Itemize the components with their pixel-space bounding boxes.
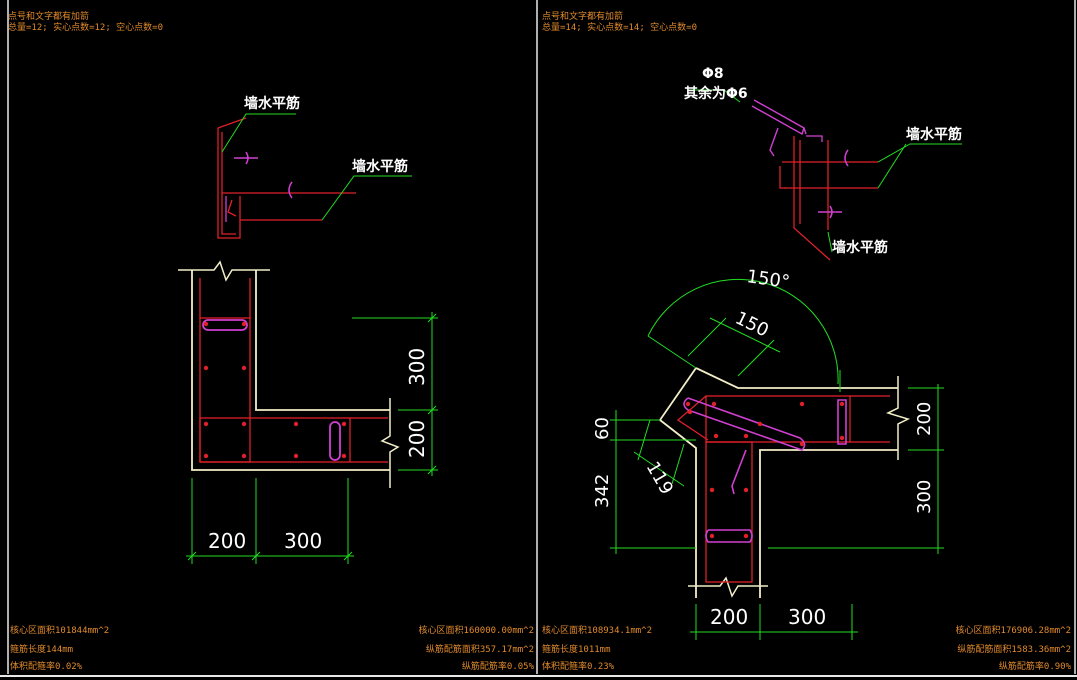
right-footer-right-1: 核心区面积176906.28mm^2 [955, 626, 1071, 636]
right-bar-label-1: Φ8 [702, 66, 724, 82]
right-footer-left-2: 箍筋长度1011mm [542, 645, 611, 655]
right-section-panel: Φ8 其余为Φ6 墙水平筋 墙水平筋 [538, 0, 1077, 680]
right-section-drawing: Φ8 其余为Φ6 墙水平筋 墙水平筋 [592, 0, 1076, 674]
bottom-frame-line [0, 675, 1077, 677]
left-l-section [178, 260, 400, 488]
left-section-panel: 墙水平筋 墙水平筋 [0, 0, 538, 680]
right-dim-diag-2: 119 [642, 458, 677, 498]
rebar-detail-left [217, 113, 412, 239]
left-leader-label-1: 墙水平筋 [244, 95, 300, 112]
right-leader-label-2: 墙水平筋 [832, 239, 888, 256]
left-dimensions [186, 312, 438, 564]
left-leader-label-2: 墙水平筋 [352, 158, 408, 175]
right-dim-vertical-right-2: 300 [914, 480, 935, 514]
right-footer-right-2: 纵筋配筋面积1583.36mm^2 [957, 645, 1071, 655]
right-l-section [658, 367, 911, 598]
right-dim-vertical-right-1: 200 [914, 402, 935, 436]
right-dim-horizontal-1: 200 [710, 605, 748, 629]
right-dim-vertical-left-2: 342 [592, 474, 613, 508]
right-dim-diag-1: 150 [732, 308, 772, 342]
left-dim-vertical-2: 200 [405, 420, 429, 458]
right-dim-horizontal-2: 300 [788, 605, 826, 629]
left-footer-right-2: 纵筋配筋面积357.17mm^2 [425, 645, 534, 655]
right-footer-right-3: 纵筋配筋率0.90% [998, 662, 1071, 672]
right-header-line-1: 点号和文字都有加箭 [542, 12, 624, 22]
left-section-drawing: 墙水平筋 墙水平筋 [7, 0, 538, 674]
left-header-line-1: 点号和文字都有加箭 [8, 12, 90, 22]
right-dimensions [610, 278, 944, 640]
right-header-line-2: 总量=14; 实心点数=14; 空心点数=0 [542, 23, 698, 33]
left-dim-vertical-1: 300 [405, 348, 429, 386]
left-header-line-2: 总量=12; 实心点数=12; 空心点数=0 [8, 23, 164, 33]
left-footer-left-1: 核心区面积101844mm^2 [10, 626, 110, 636]
right-angle-label: 150° [745, 266, 791, 293]
left-footer-left-3: 体积配箍率0.02% [10, 662, 83, 672]
right-footer-left-1: 核心区面积108934.1mm^2 [542, 626, 653, 636]
left-footer-left-2: 箍筋长度144mm [10, 645, 74, 655]
right-footer-left-3: 体积配箍率0.23% [542, 662, 615, 672]
left-footer-right-3: 纵筋配筋率0.05% [461, 662, 534, 672]
right-dim-vertical-left-1: 60 [592, 417, 613, 440]
right-leader-label-1: 墙水平筋 [906, 126, 962, 143]
left-dim-horizontal-2: 300 [284, 529, 322, 553]
right-bar-label-2: 其余为Φ6 [684, 85, 748, 102]
left-dim-horizontal-1: 200 [208, 529, 246, 553]
left-footer-right-1: 核心区面积160000.00mm^2 [418, 626, 534, 636]
rebar-detail-right [688, 89, 962, 261]
